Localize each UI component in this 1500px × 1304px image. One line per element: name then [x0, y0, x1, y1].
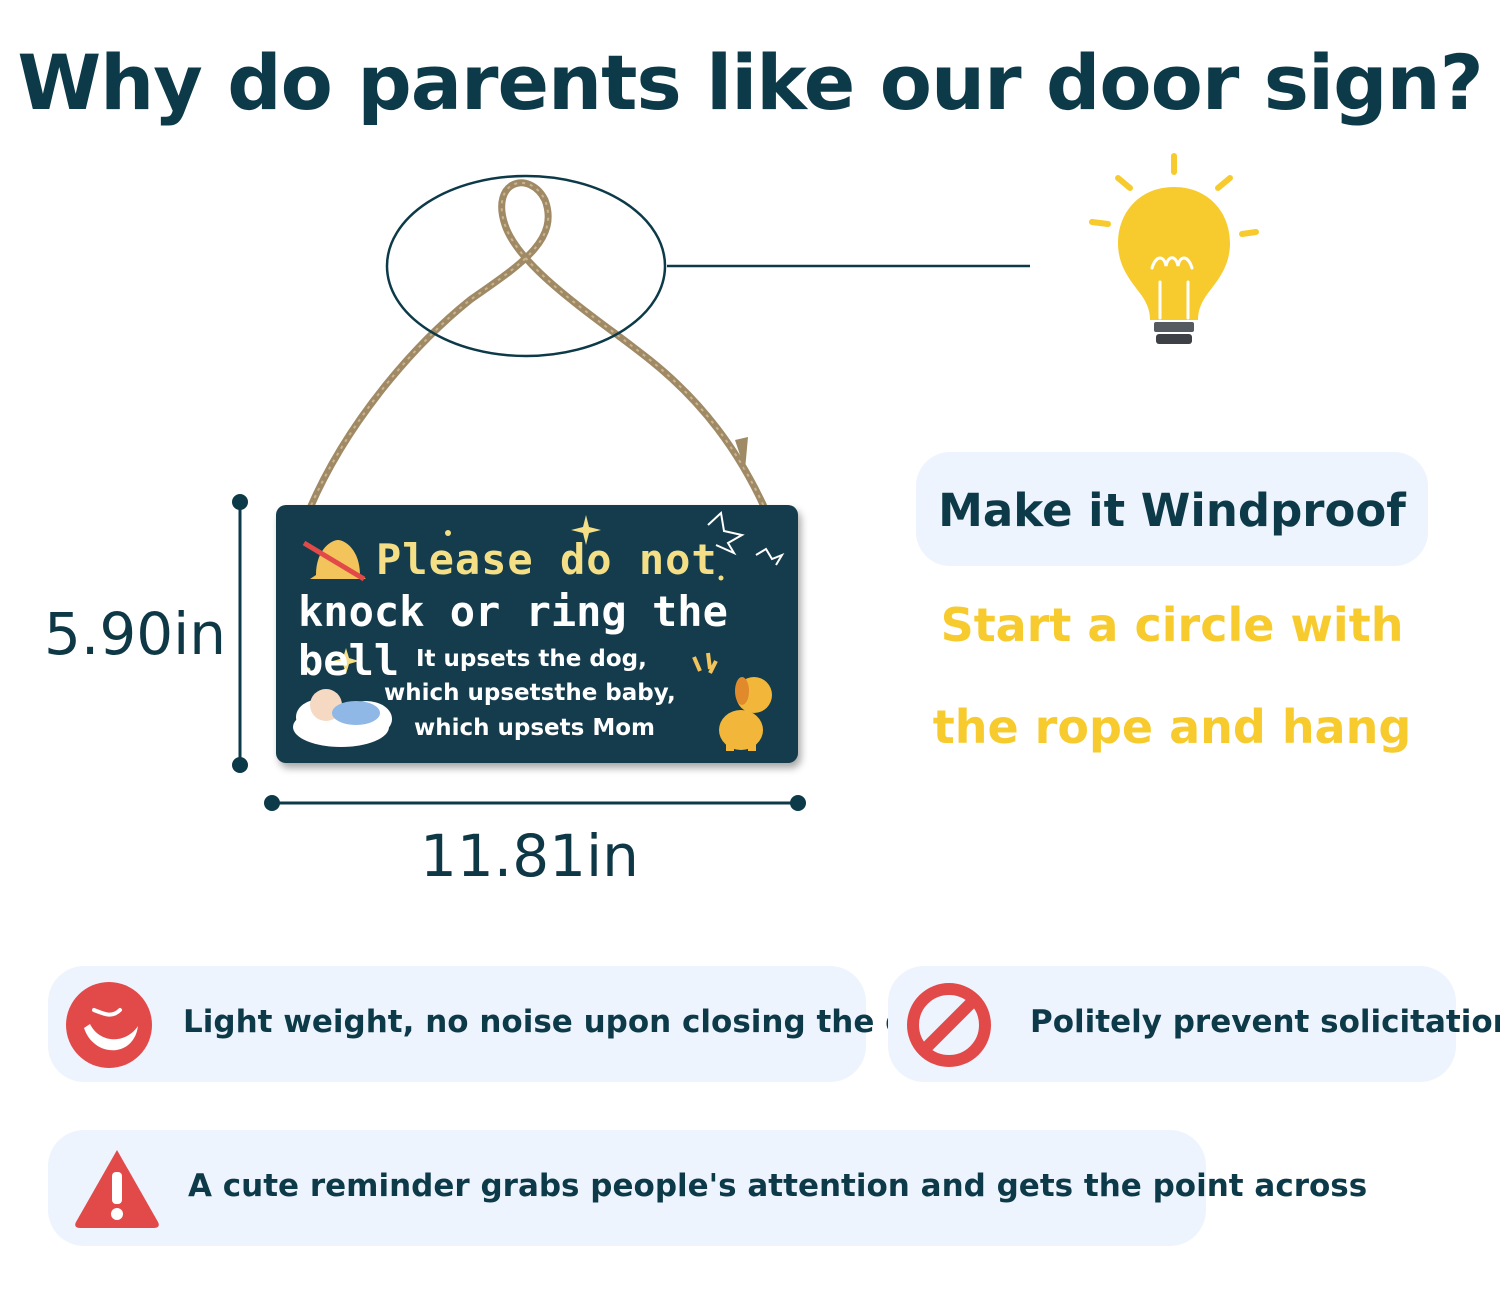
star-icon — [571, 515, 601, 545]
sign-subheadline: knock or ring the bell — [298, 587, 728, 685]
bell-icon — [302, 540, 366, 582]
width-dimension-label: 11.81in — [420, 822, 639, 890]
lightbulb-icon — [1089, 153, 1259, 344]
feature-card-lightweight: Light weight, no noise upon closing the … — [48, 966, 965, 1082]
feature-text: A cute reminder grabs people's attention… — [188, 1168, 1368, 1204]
warning-icon — [75, 1150, 159, 1228]
feature-card-solicitation: Politely prevent solicitation — [888, 966, 1500, 1082]
feature-card-reminder: A cute reminder grabs people's attention… — [48, 1130, 1367, 1246]
baby-on-cloud-illustration — [293, 689, 392, 747]
page-title: Why do parents like our door sign? — [17, 38, 1483, 127]
sign-text-line: which upsets Mom — [414, 715, 655, 741]
sign-text-line: which upsetsthe baby, — [384, 680, 676, 706]
no-sign-icon — [907, 983, 991, 1067]
rope — [301, 179, 774, 524]
windproof-description-line: the rope and hang — [932, 700, 1412, 754]
door-sign: Please do not knock or ring the bell It … — [276, 505, 798, 763]
windproof-title: Make it Windproof — [938, 484, 1406, 537]
sign-decorations — [293, 511, 785, 751]
feature-text: Light weight, no noise upon closing the … — [183, 1004, 966, 1040]
feature-text: Politely prevent solicitation — [1030, 1004, 1500, 1040]
rope-tassel — [735, 437, 748, 470]
sign-headline: Please do not — [376, 535, 718, 584]
feather-icon — [66, 982, 152, 1068]
puppy-illustration — [692, 652, 772, 751]
product-illustration — [232, 153, 1259, 811]
windproof-card: Make it Windproof — [916, 452, 1428, 566]
sign-text-line: It upsets the dog, — [416, 646, 647, 672]
highlight-circle — [385, 174, 667, 358]
star-icon — [333, 648, 359, 674]
windproof-description-line: Start a circle with — [940, 598, 1404, 652]
height-dimension-label: 5.90in — [44, 600, 227, 668]
